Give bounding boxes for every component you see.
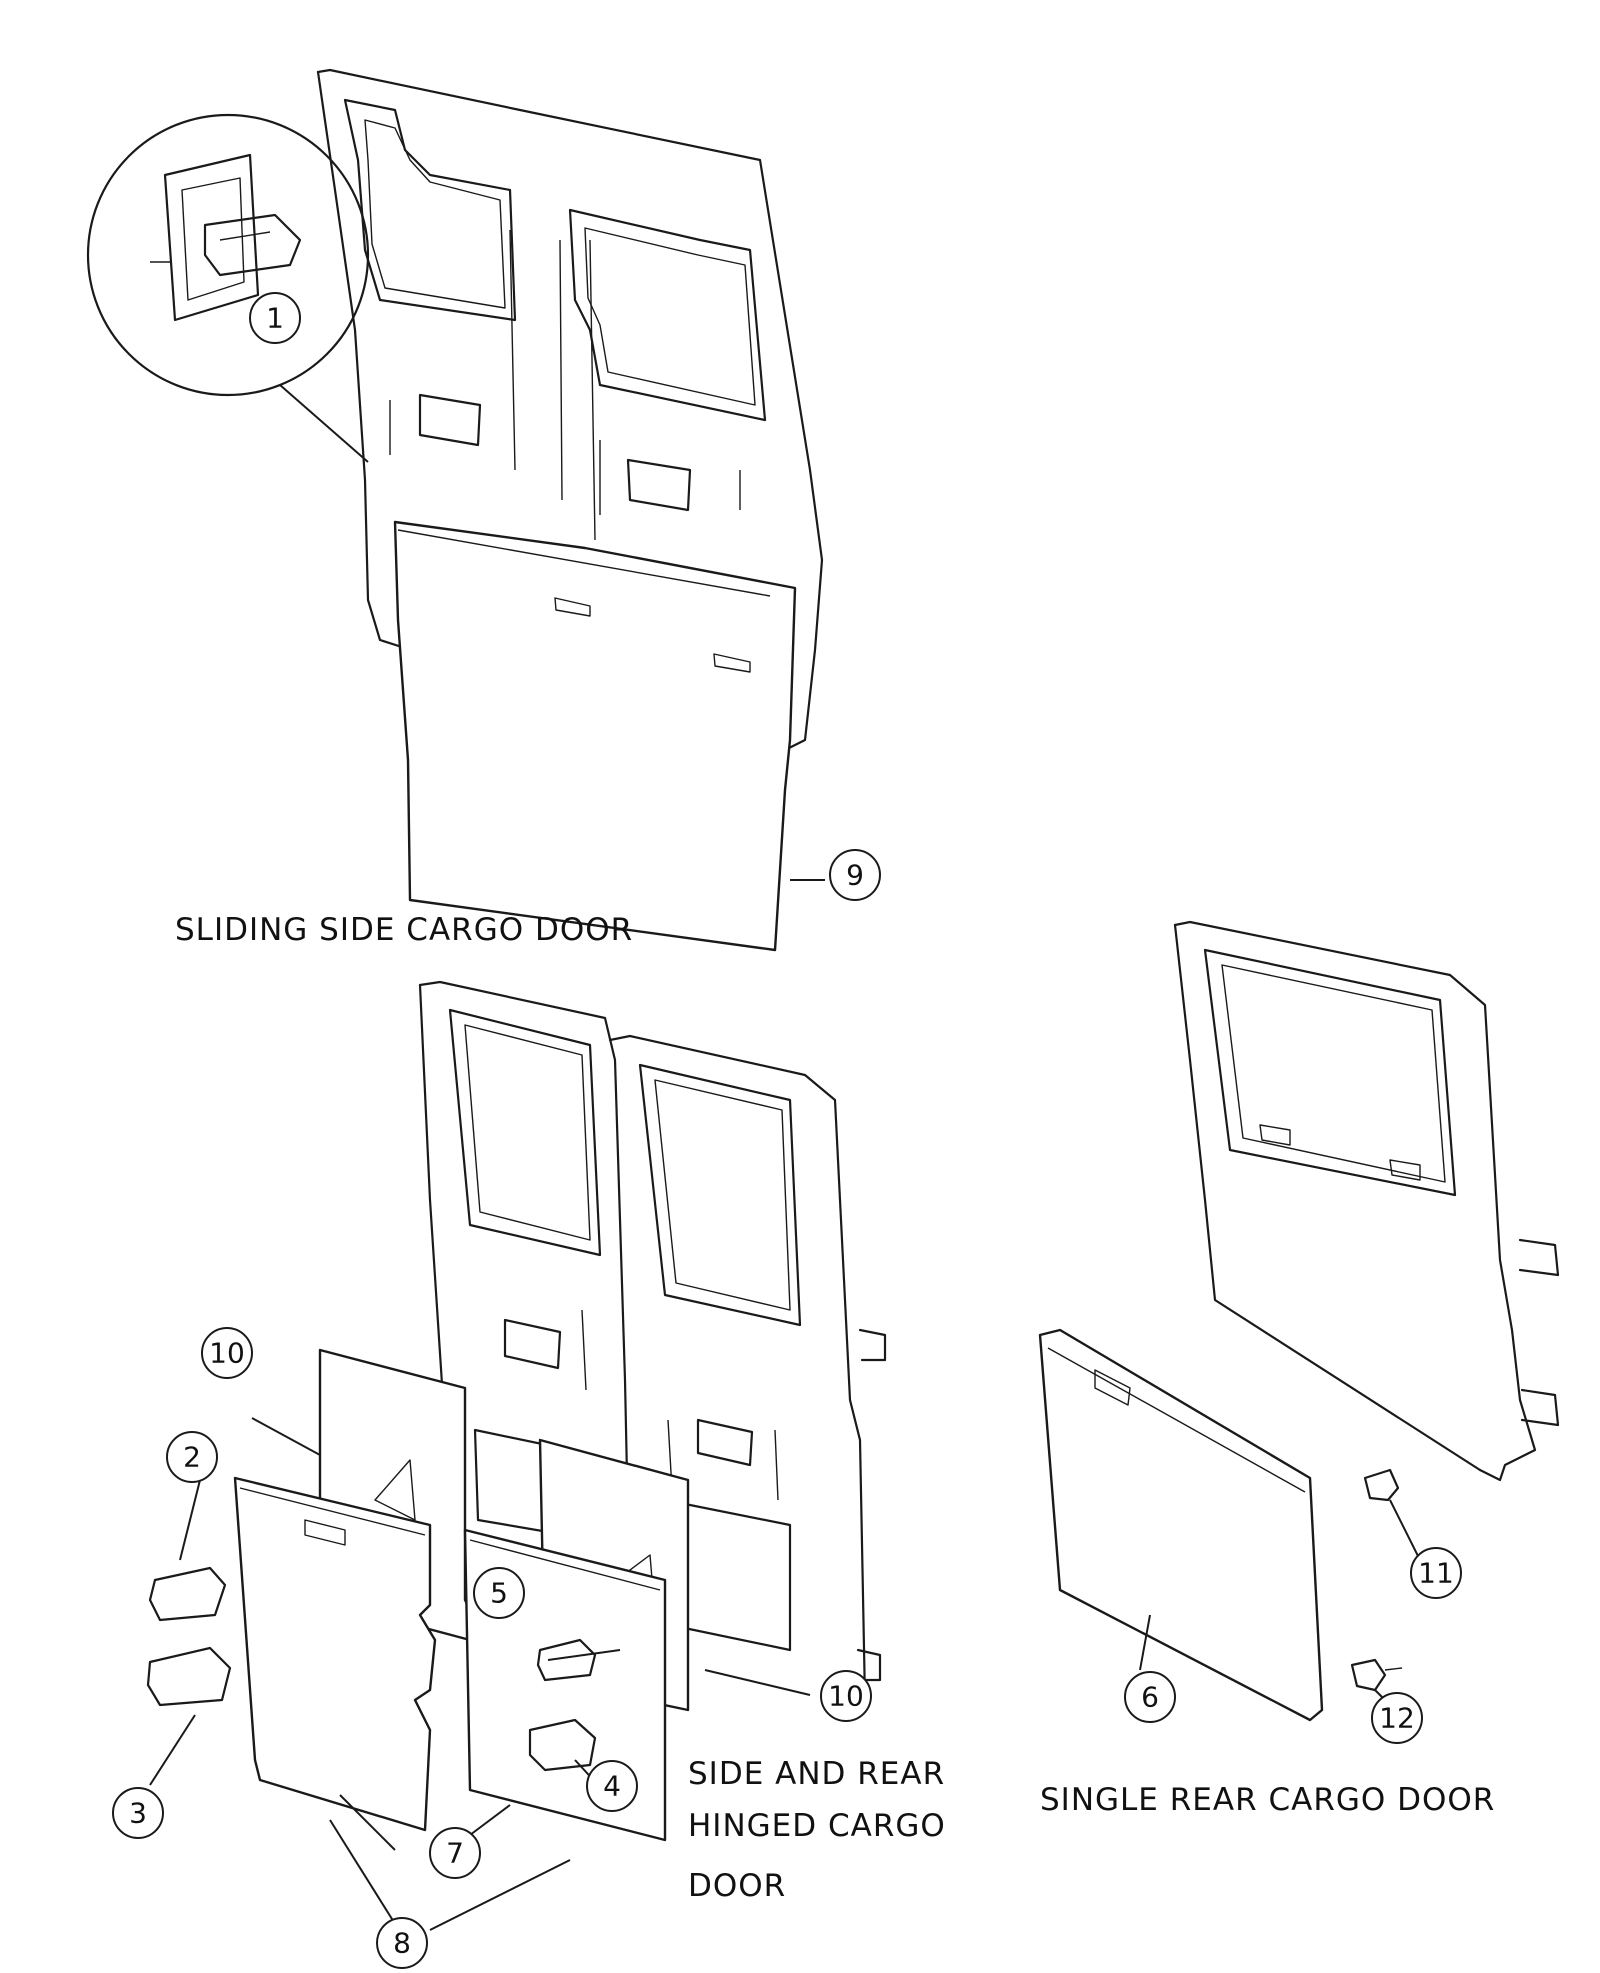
callout-3: 3: [112, 1787, 164, 1839]
caption-hinged-line-3: DOOR: [688, 1868, 786, 1904]
svg-text:7: 7: [446, 1837, 464, 1870]
callout-9: 9: [829, 849, 881, 901]
svg-text:1: 1: [266, 302, 284, 335]
callout-2: 2: [166, 1431, 218, 1483]
callout-6: 6: [1124, 1671, 1176, 1723]
caption-hinged-line-1: SIDE AND REAR: [688, 1756, 945, 1792]
svg-text:8: 8: [393, 1927, 411, 1960]
callout-8: 8: [376, 1917, 428, 1969]
svg-text:3: 3: [129, 1797, 147, 1830]
svg-text:9: 9: [846, 859, 864, 892]
svg-text:10: 10: [828, 1680, 864, 1713]
callout-11: 11: [1410, 1547, 1462, 1599]
callout-12: 12: [1371, 1692, 1423, 1744]
caption-sliding-side-cargo-door: SLIDING SIDE CARGO DOOR: [175, 912, 633, 948]
callout-5: 5: [473, 1567, 525, 1619]
svg-text:4: 4: [603, 1770, 621, 1803]
sliding-side-cargo-door: [86, 68, 824, 952]
caption-hinged-line-2: HINGED CARGO: [688, 1808, 946, 1844]
svg-text:5: 5: [490, 1577, 508, 1610]
svg-text:10: 10: [209, 1337, 245, 1370]
callout-10-right: 10: [820, 1670, 872, 1722]
svg-text:2: 2: [183, 1441, 201, 1474]
svg-text:12: 12: [1379, 1702, 1415, 1735]
callout-10-left: 10: [201, 1327, 253, 1379]
side-and-rear-hinged-cargo-door: [146, 980, 887, 1936]
svg-text:6: 6: [1141, 1681, 1159, 1714]
single-rear-cargo-door: [790, 879, 1560, 1722]
callout-7: 7: [429, 1827, 481, 1879]
callout-1: 1: [249, 292, 301, 344]
caption-single-rear-cargo-door: SINGLE REAR CARGO DOOR: [1040, 1782, 1495, 1818]
svg-text:11: 11: [1418, 1557, 1454, 1590]
callout-4: 4: [586, 1760, 638, 1812]
